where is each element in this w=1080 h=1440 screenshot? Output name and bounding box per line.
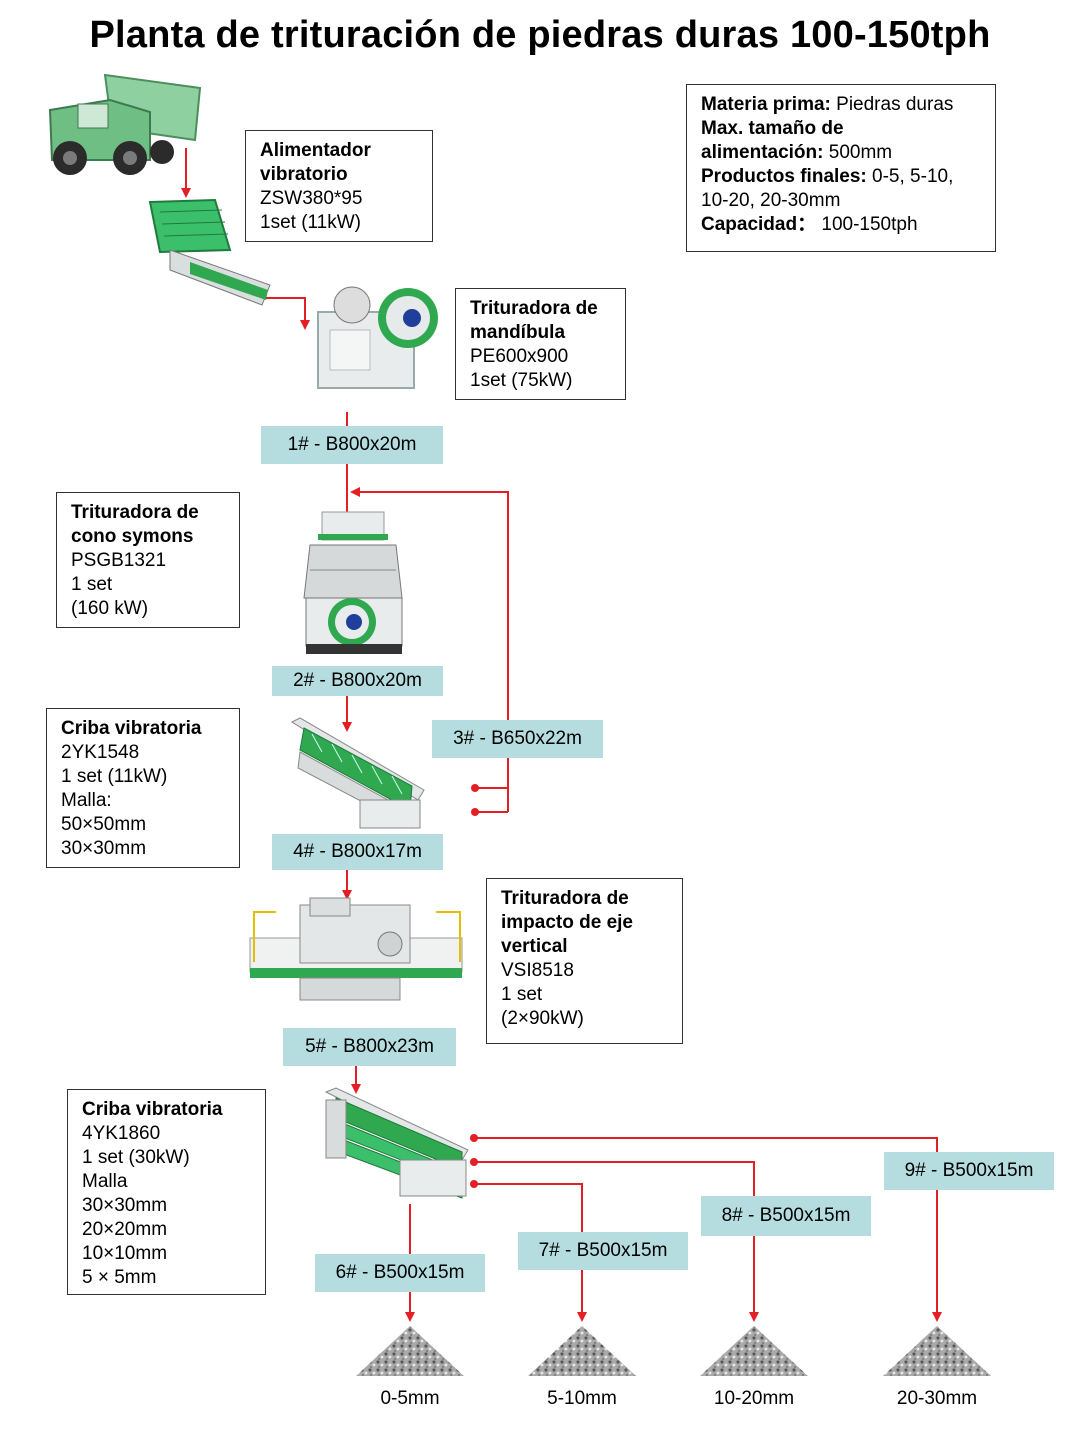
belt-7-label: 7# - B500x15m	[518, 1232, 688, 1270]
cone-spec-1: 1 set	[71, 574, 113, 595]
cone-name-1: Trituradora de	[71, 502, 199, 523]
product-label-5-10: 5-10mm	[547, 1388, 617, 1409]
screen2-mesh-1: 30×30mm	[82, 1195, 168, 1216]
jaw-crusher-icon	[317, 286, 438, 389]
cone-name-2: cono symons	[71, 526, 194, 547]
belt-9-label: 9# - B500x15m	[884, 1152, 1054, 1190]
diagram-title: Planta de trituración de piedras duras 1…	[89, 14, 991, 56]
belt-8-label: 8# - B500x15m	[701, 1196, 871, 1236]
vsi-name-3: vertical	[501, 936, 568, 957]
dump-truck-icon	[48, 73, 202, 175]
jaw-name-1: Trituradora de	[470, 298, 598, 319]
products-value-2: 10-20, 20-30mm	[701, 190, 841, 211]
product-pile-0-5	[356, 1326, 464, 1376]
vsi-crusher-box: Trituradora de impacto de eje vertical V…	[486, 878, 683, 1044]
belt-5-label: 5# - B800x23m	[283, 1028, 456, 1066]
raw-material-label: Materia prima:	[701, 94, 831, 115]
screen1-box: Criba vibratoria 2YK1548 1 set (11kW) Ma…	[46, 708, 240, 868]
capacity-value: 100-150tph	[816, 214, 918, 235]
cone-crusher-icon	[303, 511, 403, 654]
product-label-10-20: 10-20mm	[713, 1388, 795, 1409]
vsi-spec-2: (2×90kW)	[501, 1008, 584, 1029]
cone-model: PSGB1321	[71, 550, 167, 571]
jaw-model: PE600x900	[470, 346, 569, 367]
cone-crusher-box: Trituradora de cono symons PSGB1321 1 se…	[56, 492, 240, 628]
feeder-model: ZSW380*95	[260, 188, 363, 209]
vsi-model: VSI8518	[501, 960, 574, 981]
vsi-name-2: impacto de eje	[501, 912, 633, 933]
products-value-1: 0-5, 5-10,	[866, 166, 954, 187]
max-size-label-2: alimentación:	[701, 142, 824, 163]
product-label-20-30: 20-30mm	[896, 1388, 978, 1409]
feeder-box: Alimentador vibratorio ZSW380*95 1set (1…	[245, 130, 433, 242]
screen2-mesh-4: 5 × 5mm	[82, 1267, 157, 1288]
vsi-name-1: Trituradora de	[501, 888, 629, 909]
screen2-mesh-label: Malla	[82, 1171, 128, 1192]
screen2-spec: 1 set (30kW)	[82, 1147, 190, 1168]
screen2-mesh-3: 10×10mm	[82, 1243, 168, 1264]
jaw-spec: 1set (75kW)	[470, 370, 573, 391]
belt-3-label: 3# - B650x22m	[432, 720, 603, 758]
jaw-crusher-box: Trituradora de mandíbula PE600x900 1set …	[455, 288, 626, 400]
screen1-name: Criba vibratoria	[61, 718, 202, 739]
products-label: Productos finales:	[701, 166, 867, 187]
vibrating-screen-2-icon	[324, 1087, 469, 1199]
belt-4-label: 4# - B800x17m	[272, 834, 443, 870]
belt-1-label: 1# - B800x20m	[261, 426, 443, 464]
belt-6-label: 6# - B500x15m	[315, 1254, 485, 1292]
screen1-spec: 1 set (11kW)	[61, 766, 168, 787]
vsi-crusher-icon	[249, 897, 463, 1001]
belt-2-label: 2# - B800x20m	[272, 666, 443, 696]
capacity-label: Capacidad：	[701, 214, 817, 235]
info-box: Materia prima: Piedras duras Max. tamaño…	[686, 84, 996, 252]
jaw-name-2: mandíbula	[470, 322, 566, 343]
product-pile-5-10	[528, 1326, 636, 1376]
screen1-mesh-label: Malla:	[61, 790, 112, 811]
screen2-name: Criba vibratoria	[82, 1099, 223, 1120]
screen1-model: 2YK1548	[61, 742, 140, 763]
product-label-0-5: 0-5mm	[380, 1388, 440, 1409]
max-size-value: 500mm	[823, 142, 893, 163]
screen1-mesh-2: 30×30mm	[61, 838, 147, 859]
screen2-box: Criba vibratoria 4YK1860 1 set (30kW) Ma…	[67, 1089, 266, 1295]
raw-material-value: Piedras duras	[830, 94, 954, 115]
screen1-mesh-1: 50×50mm	[61, 814, 147, 835]
feeder-spec: 1set (11kW)	[260, 212, 362, 233]
product-pile-20-30	[883, 1326, 991, 1376]
feeder-name-1: Alimentador	[260, 140, 371, 161]
screen2-mesh-2: 20×20mm	[82, 1219, 168, 1240]
cone-spec-2: (160 kW)	[71, 598, 149, 619]
max-size-label-1: Max. tamaño de	[701, 118, 844, 139]
product-pile-10-20	[700, 1326, 808, 1376]
vibrating-feeder-icon	[148, 198, 271, 306]
vsi-spec-1: 1 set	[501, 984, 543, 1005]
feeder-name-2: vibratorio	[260, 164, 348, 185]
vibrating-screen-1-icon	[290, 717, 425, 829]
screen2-model: 4YK1860	[82, 1123, 161, 1144]
